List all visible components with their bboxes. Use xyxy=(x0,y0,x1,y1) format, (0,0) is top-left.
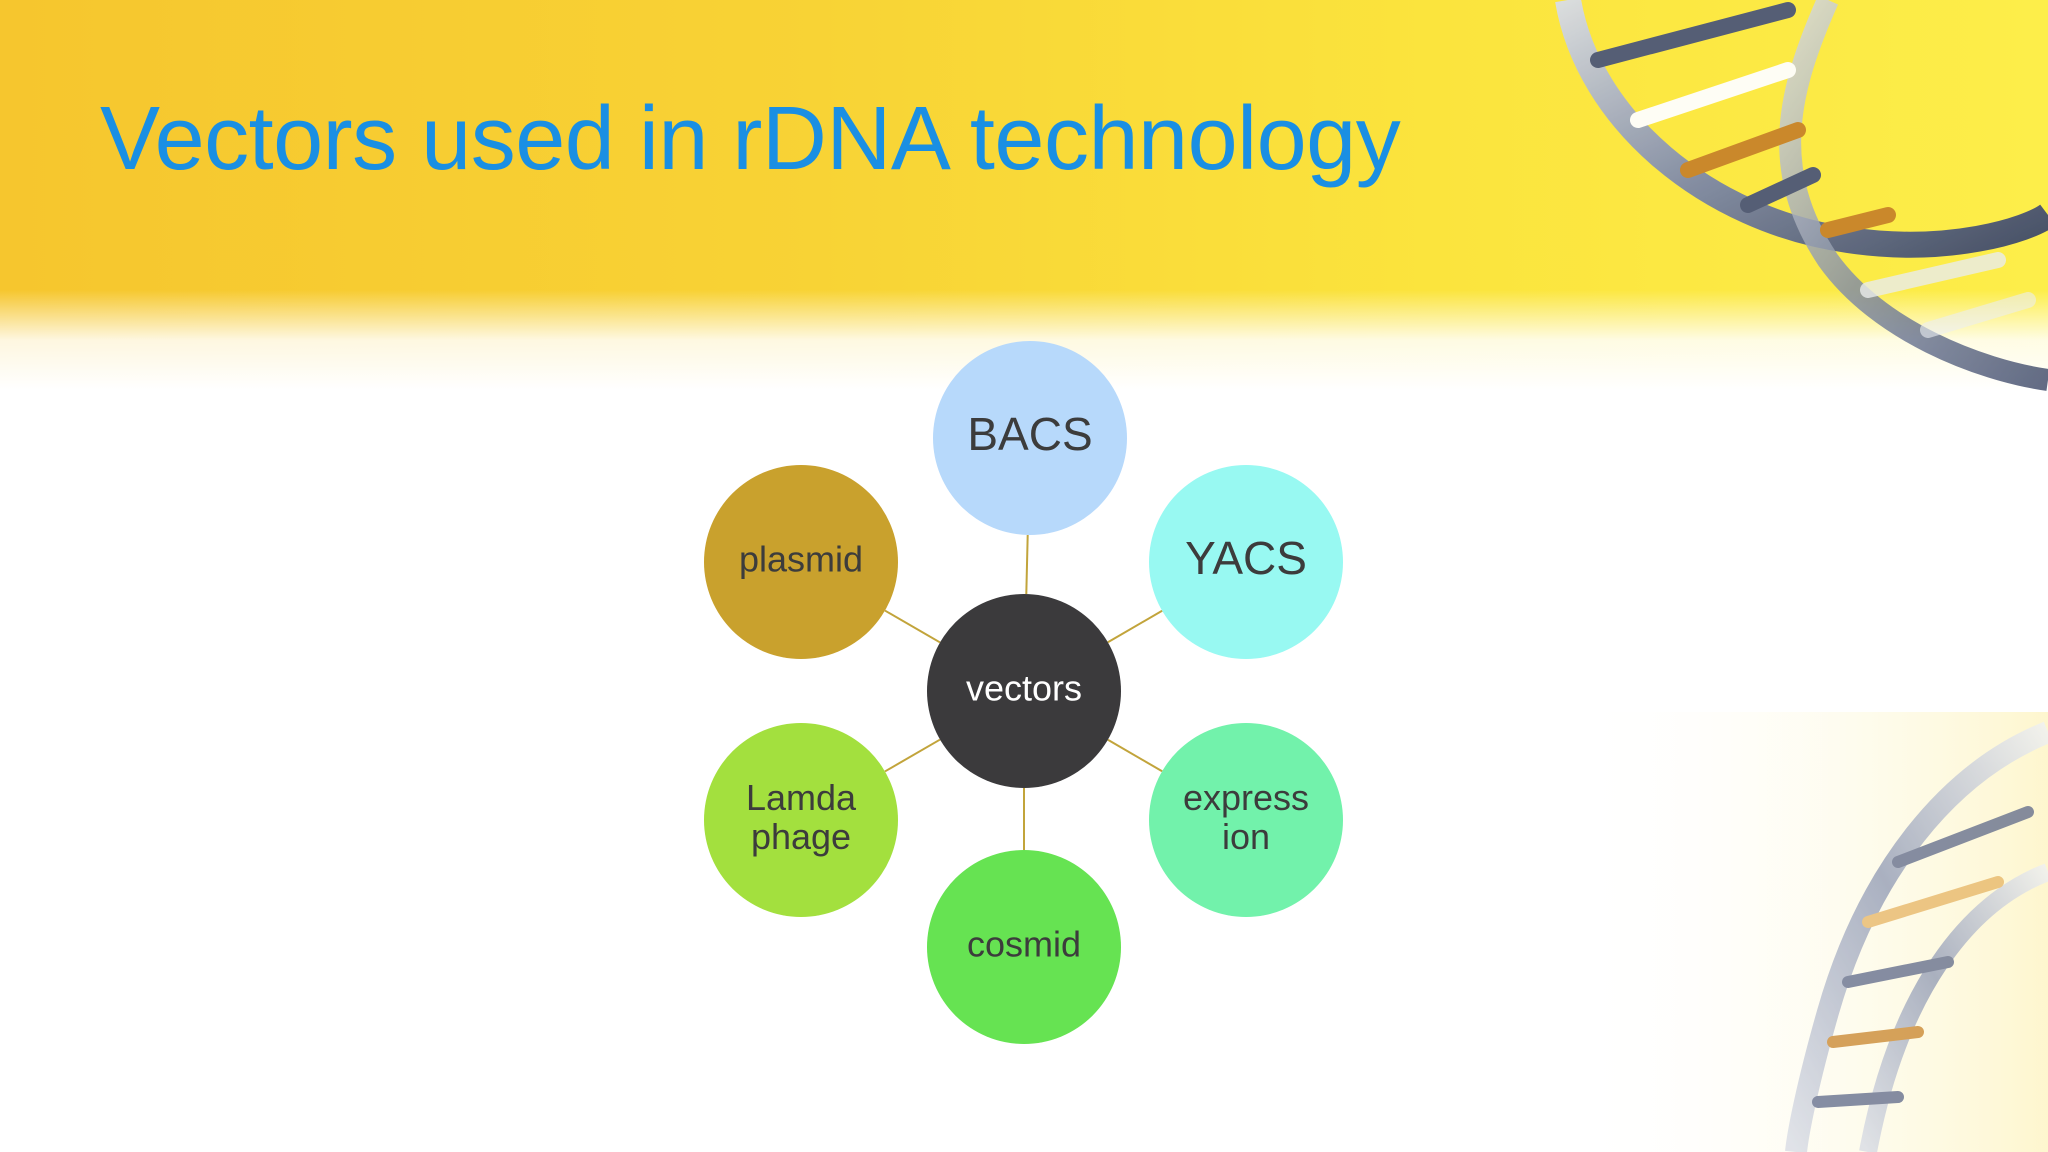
center-node-circle xyxy=(927,594,1121,788)
connector-lamda-phage xyxy=(884,738,941,773)
center-node-label: vectors xyxy=(966,668,1082,709)
node-yacs: YACS xyxy=(1149,465,1343,659)
node-expression-label: express xyxy=(1183,777,1309,818)
connector-expression xyxy=(1107,738,1163,773)
node-yacs-circle xyxy=(1149,465,1343,659)
node-expression-label: ion xyxy=(1222,816,1270,857)
slide-title: Vectors used in rDNA technology xyxy=(100,89,1401,189)
node-lamda-phage-label: phage xyxy=(751,816,851,857)
node-plasmid-circle xyxy=(704,465,898,659)
node-expression-circle xyxy=(1149,723,1343,917)
node-plasmid: plasmid xyxy=(704,465,898,659)
node-lamda-phage-circle xyxy=(704,723,898,917)
dna-helix-bottom-decoration xyxy=(1568,712,2048,1152)
node-bacs-label: BACS xyxy=(967,408,1092,460)
node-bacs-circle xyxy=(933,341,1127,535)
center-node: vectors xyxy=(927,594,1121,788)
node-yacs-label: YACS xyxy=(1185,532,1307,584)
node-plasmid-label: plasmid xyxy=(739,539,863,580)
node-cosmid-label: cosmid xyxy=(967,924,1081,965)
dna-helix-top-decoration xyxy=(1555,0,2048,391)
node-lamda-phage-label: Lamda xyxy=(746,777,857,818)
connector-plasmid xyxy=(884,609,941,644)
connectors xyxy=(884,534,1163,850)
node-bacs: BACS xyxy=(933,341,1127,535)
node-cosmid: cosmid xyxy=(927,850,1121,1044)
node-cosmid-circle xyxy=(927,850,1121,1044)
connector-yacs xyxy=(1107,609,1163,644)
connector-bacs xyxy=(1025,534,1029,595)
